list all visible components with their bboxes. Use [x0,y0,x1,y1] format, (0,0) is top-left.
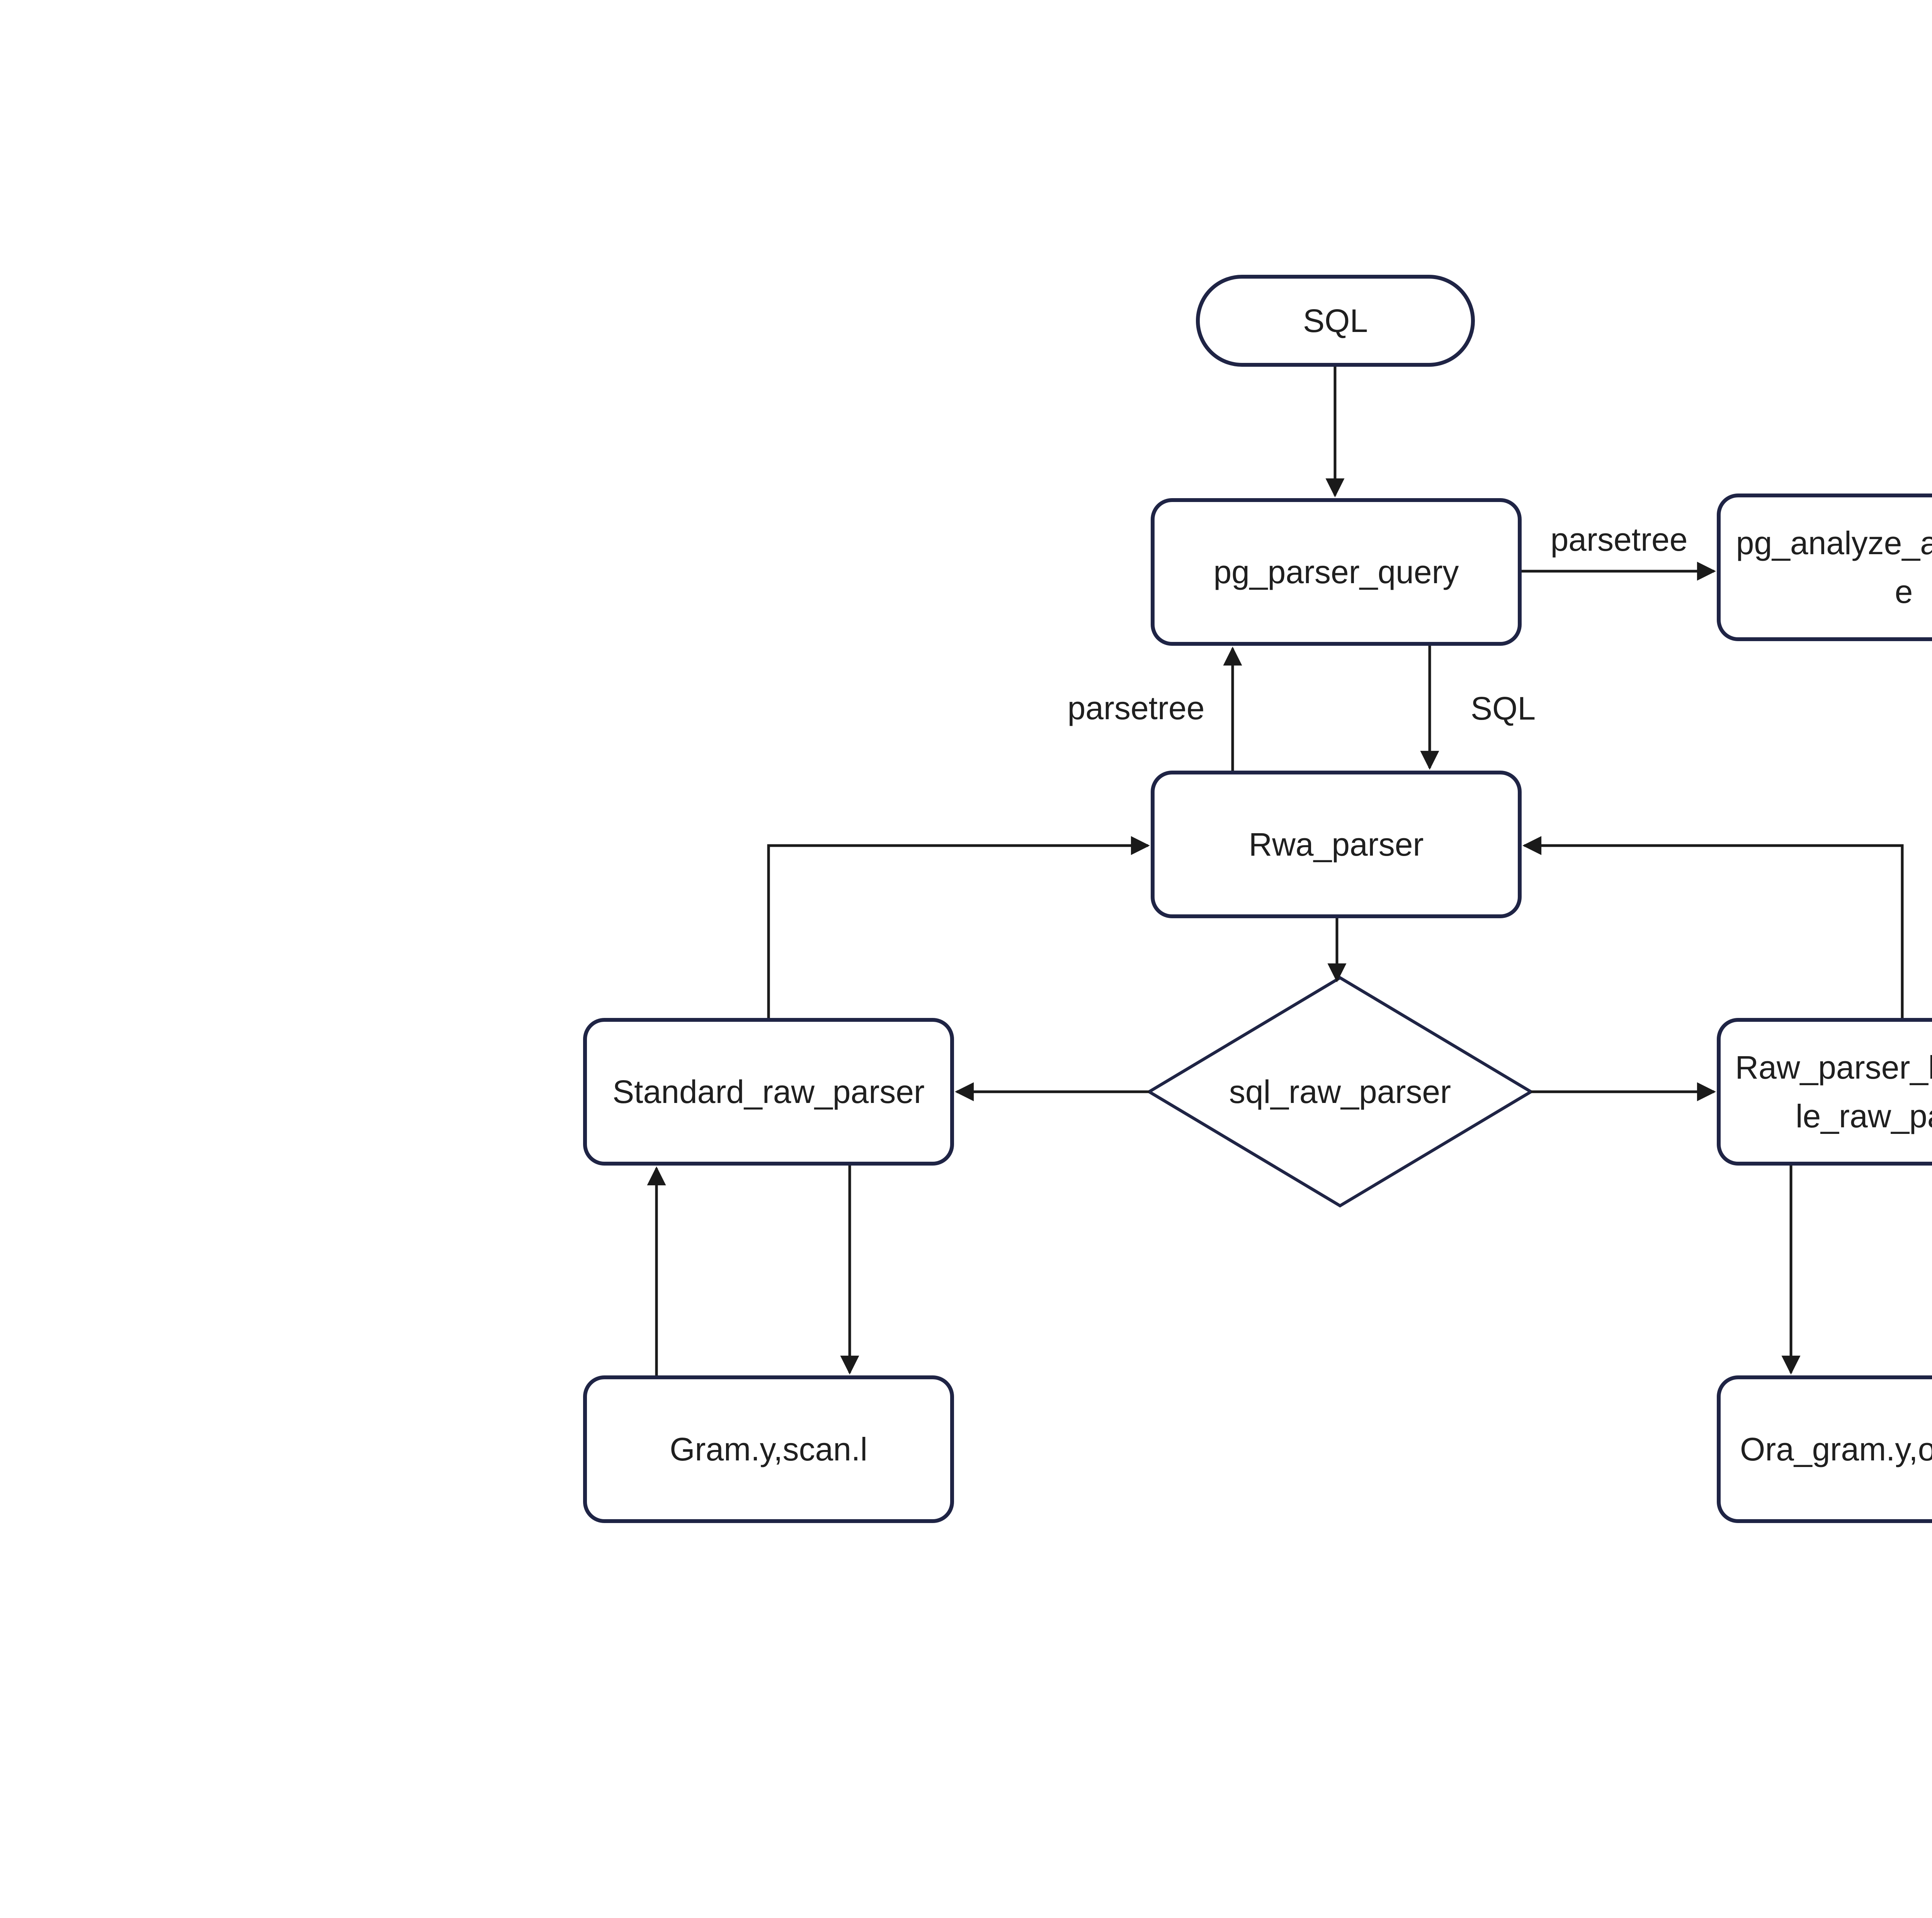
node-rwa-parser-label: Rwa_parser [1248,826,1424,863]
node-sql-raw-parser-label: sql_raw_parser [1229,1074,1451,1110]
edge-standard-raw-parser-to-rwa-parser [767,836,1150,1018]
node-ora-gram-scan-label: Ora_gram.y,ora_scan.l [1740,1431,1932,1467]
node-pg-analyze-and-rewrite: pg_analyze_and_rewrite [1717,494,1932,641]
edge-label-parsetree-top: parsetree [1550,521,1688,558]
node-sql-raw-parser-decision: sql_raw_parser [1151,1016,1529,1167]
node-pg-parser-query: pg_parser_query [1151,498,1522,646]
decision-diamond-shape [1146,976,1534,1208]
node-standard-raw-parser: Standard_raw_parser [583,1018,954,1166]
edge-raw-parser-hook-to-rwa-parser [1522,836,1904,1018]
node-pg-analyze-and-rewrite-label: pg_analyze_and_rewrite [1736,525,1932,610]
node-raw-parser-hook-label: Raw_parser_hook(oracle_raw_parser) [1735,1049,1932,1134]
node-gram-scan: Gram.y,scan.l [583,1375,954,1523]
node-sql-start: SQL [1196,275,1475,367]
node-sql-start-label: SQL [1303,303,1368,339]
node-pg-parser-query-label: pg_parser_query [1213,554,1459,590]
edge-label-sql-mid: SQL [1470,690,1536,727]
node-raw-parser-hook: Raw_parser_hook(oracle_raw_parser) [1717,1018,1932,1166]
node-ora-gram-scan: Ora_gram.y,ora_scan.l [1717,1375,1932,1523]
edge-label-parsetree-mid: parsetree [1067,690,1205,726]
node-standard-raw-parser-label: Standard_raw_parser [612,1074,925,1110]
node-gram-scan-label: Gram.y,scan.l [670,1431,867,1467]
node-rwa-parser: Rwa_parser [1151,771,1522,918]
